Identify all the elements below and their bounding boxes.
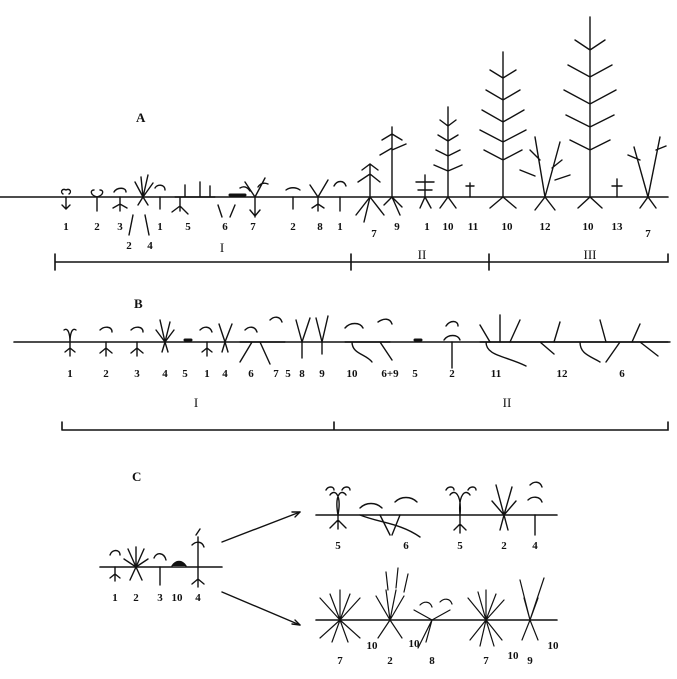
species-number-label: 8 bbox=[429, 655, 435, 667]
species-number-label: 4 bbox=[195, 592, 201, 604]
succession-stage-label: II bbox=[417, 247, 427, 262]
species-number-label: 5 bbox=[182, 368, 188, 380]
species-number-label: 4 bbox=[222, 368, 228, 380]
succession-stage-label: I bbox=[219, 240, 225, 255]
species-number-label: 9 bbox=[319, 368, 325, 380]
species-number-label: 1 bbox=[157, 221, 163, 233]
species-number-label: 2 bbox=[501, 540, 507, 552]
species-number-label: 9 bbox=[394, 221, 400, 233]
species-number-label: 2 bbox=[133, 592, 139, 604]
panel-label-c: C bbox=[132, 469, 142, 484]
species-number-label: 1 bbox=[63, 221, 69, 233]
species-number-label: 6+9 bbox=[381, 368, 399, 380]
panel-label-b: B bbox=[134, 296, 143, 311]
species-number-label: 2 bbox=[126, 240, 132, 252]
species-number-label: 7 bbox=[645, 228, 651, 240]
species-number-label: 2 bbox=[387, 655, 393, 667]
branch-arrows bbox=[221, 511, 301, 626]
succession-stage-label: III bbox=[583, 247, 597, 262]
species-number-label: 7 bbox=[273, 368, 279, 380]
species-number-label: 4 bbox=[532, 540, 538, 552]
species-number-label: 10 bbox=[547, 640, 559, 652]
species-number-label: 10 bbox=[346, 368, 358, 380]
species-number-label: 10 bbox=[582, 221, 594, 233]
species-number-label: 5 bbox=[335, 540, 341, 552]
species-number-label: 5 bbox=[285, 368, 291, 380]
species-number-label: 6 bbox=[222, 221, 228, 233]
species-number-label: 4 bbox=[162, 368, 168, 380]
species-number-label: 1 bbox=[67, 368, 73, 380]
species-number-label: 5 bbox=[457, 540, 463, 552]
shrubs-trees-a bbox=[355, 16, 667, 223]
species-number-label: 5 bbox=[185, 221, 191, 233]
species-number-label: 1 bbox=[424, 221, 430, 233]
species-number-label: 2 bbox=[449, 368, 455, 380]
species-number-label: 7 bbox=[250, 221, 256, 233]
species-number-label: 7 bbox=[483, 655, 489, 667]
species-number-label: 13 bbox=[611, 221, 623, 233]
species-number-label: 7 bbox=[371, 228, 377, 240]
species-number-label: 2 bbox=[290, 221, 296, 233]
stage-brackets-a bbox=[54, 253, 669, 271]
species-number-label: 2 bbox=[103, 368, 109, 380]
species-number-label: 3 bbox=[157, 592, 163, 604]
species-number-label: 10 bbox=[442, 221, 454, 233]
species-number-label: 9 bbox=[527, 655, 533, 667]
species-number-label: 6 bbox=[248, 368, 254, 380]
species-number-label: 11 bbox=[490, 368, 502, 380]
species-number-label: 8 bbox=[299, 368, 305, 380]
succession-stage-label: I bbox=[193, 395, 199, 410]
species-number-label: 5 bbox=[412, 368, 418, 380]
species-number-label: 6 bbox=[403, 540, 409, 552]
species-number-label: 7 bbox=[337, 655, 343, 667]
panel-label-a: A bbox=[136, 110, 146, 125]
species-number-label: 3 bbox=[134, 368, 140, 380]
species-number-label: 4 bbox=[147, 240, 153, 252]
species-number-label: 12 bbox=[556, 368, 568, 380]
plants-b bbox=[63, 314, 671, 369]
species-number-label: 10 bbox=[507, 650, 519, 662]
succession-stage-label: II bbox=[502, 395, 512, 410]
species-number-label: 10 bbox=[501, 221, 513, 233]
species-number-label: 11 bbox=[467, 221, 479, 233]
species-number-label: 10 bbox=[171, 592, 183, 604]
species-number-label: 1 bbox=[204, 368, 210, 380]
species-number-label: 10 bbox=[408, 638, 420, 650]
stage-brackets-b bbox=[61, 421, 669, 431]
species-number-label: 6 bbox=[619, 368, 625, 380]
species-number-label: 10 bbox=[366, 640, 378, 652]
species-number-label: 8 bbox=[317, 221, 323, 233]
species-number-label: 1 bbox=[337, 221, 343, 233]
species-number-label: 3 bbox=[117, 221, 123, 233]
species-number-label: 12 bbox=[539, 221, 551, 233]
species-number-label: 1 bbox=[112, 592, 118, 604]
species-number-label: 2 bbox=[94, 221, 100, 233]
herbs-a bbox=[60, 174, 347, 218]
